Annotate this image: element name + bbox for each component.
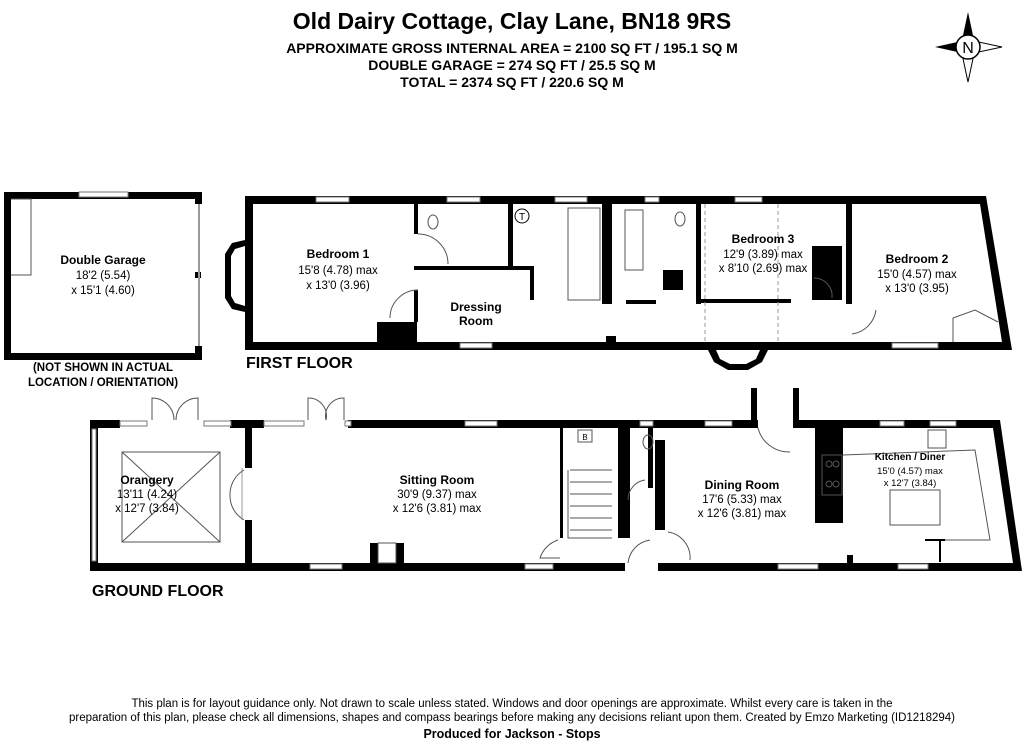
room-name: Bedroom 2 [886, 252, 949, 266]
room-name: Double Garage [60, 253, 146, 267]
compass-label: N [962, 40, 974, 57]
garage-area: DOUBLE GARAGE = 274 SQ FT / 25.5 SQ M [368, 57, 656, 73]
room-dimensions: 15'0 (4.57) max [877, 466, 943, 477]
room-dimensions: x 12'7 (3.84) [115, 503, 179, 515]
plan-title: Old Dairy Cottage, Clay Lane, BN18 9RS [292, 8, 732, 34]
room-dimensions: x 12'7 (3.84) [884, 478, 937, 489]
gross-area: APPROXIMATE GROSS INTERNAL AREA = 2100 S… [286, 40, 738, 56]
room-dimensions: 17'6 (5.33) max [702, 494, 782, 506]
floor-label: FIRST FLOOR [246, 355, 353, 372]
double-garage: Double Garage 18'2 (5.54) x 15'1 (4.60) … [4, 191, 202, 389]
room-dimensions: 12'9 (3.89) max [723, 249, 803, 261]
room-name: Bedroom 1 [307, 247, 370, 261]
room-name: Dining Room [705, 478, 780, 492]
total-area: TOTAL = 2374 SQ FT / 220.6 SQ M [400, 74, 624, 90]
north-compass-icon: N [935, 12, 1003, 83]
room-name: Dressing [450, 300, 501, 314]
room-name: Room [459, 314, 493, 328]
disclaimer-line: preparation of this plan, please check a… [69, 712, 955, 724]
tank-label: T [519, 212, 525, 223]
room-name: Bedroom 3 [732, 232, 795, 246]
staircase [570, 469, 612, 531]
room-name: Sitting Room [400, 473, 475, 487]
room-name: Kitchen / Diner [875, 452, 946, 463]
ground-floor-plan: B Orangery 13'11 (4.24) x 12'7 (3.84) Si… [90, 388, 1022, 600]
floor-label: GROUND FLOOR [92, 583, 224, 600]
room-dimensions: 15'0 (4.57) max [877, 269, 957, 281]
boiler-label: B [582, 433, 587, 442]
first-floor-plan: T Bedroom 1 15'8 (4.78) max x 13'0 (3.96… [225, 196, 1012, 372]
garage-note: (NOT SHOWN IN ACTUAL [33, 362, 173, 374]
room-dimensions: x 15'1 (4.60) [71, 285, 135, 297]
room-dimensions: 15'8 (4.78) max [298, 265, 378, 277]
disclaimer-line: This plan is for layout guidance only. N… [131, 698, 893, 710]
garage-note: LOCATION / ORIENTATION) [28, 377, 178, 389]
produced-for: Produced for Jackson - Stops [423, 727, 601, 741]
room-dimensions: x 13'0 (3.96) [306, 280, 370, 292]
room-dimensions: x 13'0 (3.95) [885, 283, 949, 295]
room-name: Orangery [120, 473, 174, 487]
room-dimensions: x 12'6 (3.81) max [698, 508, 787, 520]
room-dimensions: x 8'10 (2.69) max [719, 263, 808, 275]
room-dimensions: 30'9 (9.37) max [397, 489, 477, 501]
room-dimensions: x 12'6 (3.81) max [393, 503, 482, 515]
room-dimensions: 18'2 (5.54) [76, 270, 131, 282]
room-dimensions: 13'11 (4.24) [117, 489, 177, 501]
